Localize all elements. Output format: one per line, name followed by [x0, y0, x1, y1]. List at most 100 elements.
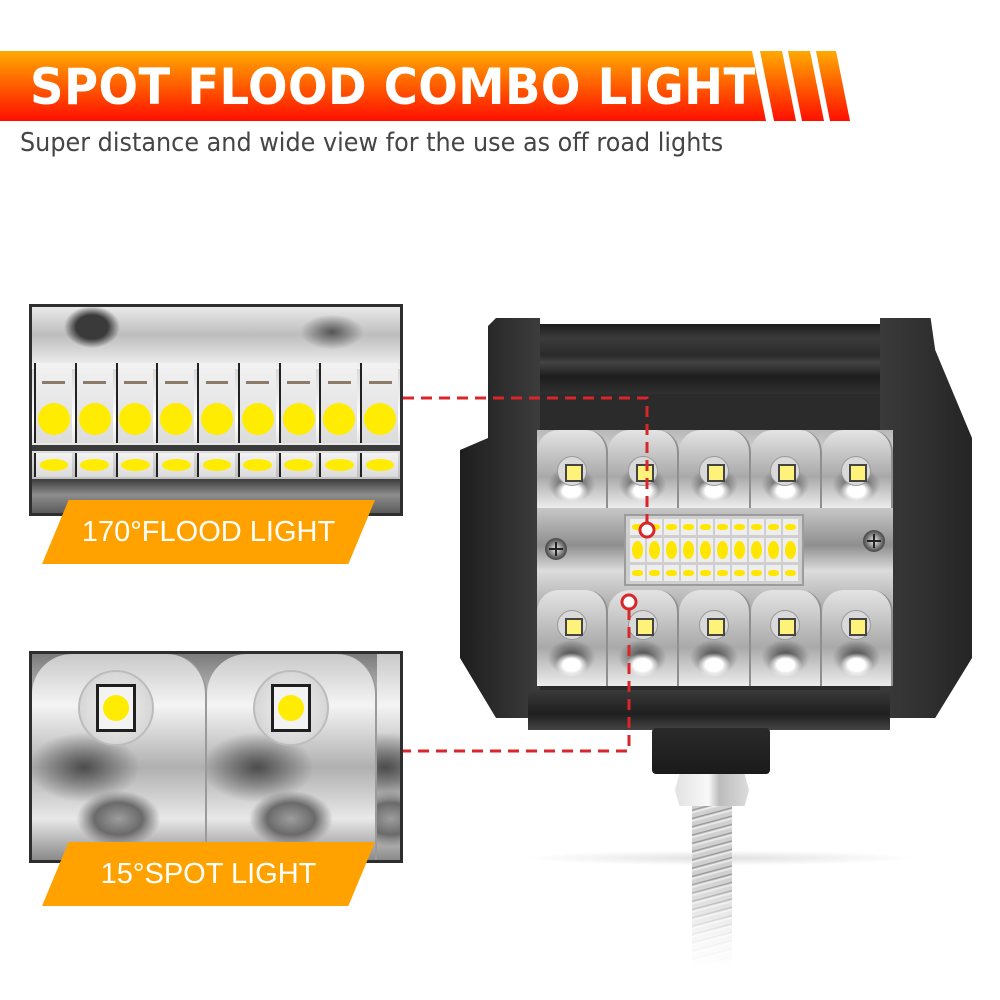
smd-led [278, 453, 317, 477]
reflector-cup [679, 430, 751, 508]
smd-led [278, 363, 317, 443]
smd-led [319, 453, 358, 477]
reflector-cup [608, 590, 680, 686]
hex-nut-icon [675, 774, 749, 806]
flood-led-row [630, 565, 798, 581]
flood-light-inset [29, 304, 403, 516]
smd-led [732, 519, 747, 535]
smd-led [319, 363, 358, 443]
smd-led [681, 519, 696, 535]
smd-led [664, 538, 679, 562]
banner-stripe [788, 51, 824, 121]
spot-led-icon [841, 610, 872, 640]
smd-led [630, 565, 645, 581]
mounting-bracket [652, 728, 770, 774]
reflector-cup [537, 590, 609, 686]
led-lens-ring [253, 670, 329, 746]
flood-light-label: 170°FLOOD LIGHT [81, 515, 336, 548]
flood-light-badge: 170°FLOOD LIGHT [42, 500, 375, 564]
spot-led-icon [96, 684, 136, 732]
housing-bottom-rail [528, 690, 890, 730]
reflector-cup [821, 590, 893, 686]
spot-light-inset [29, 651, 403, 863]
smd-led [783, 565, 798, 581]
smd-led [681, 538, 696, 562]
screw-icon [545, 538, 567, 560]
smd-led [732, 538, 747, 562]
smd-led [156, 363, 195, 443]
spot-led-icon [556, 610, 587, 640]
smd-led [783, 519, 798, 535]
smd-led [197, 453, 235, 477]
smd-led [647, 565, 662, 581]
page-title: SPOT FLOOD COMBO LIGHT [30, 58, 756, 116]
smd-led [664, 565, 679, 581]
spot-led-icon [699, 456, 729, 486]
heatsink-fins [528, 324, 888, 394]
spot-led-icon [627, 456, 658, 486]
banner-background [0, 51, 850, 121]
smd-led [360, 453, 399, 477]
smd-led [681, 565, 696, 581]
flood-led-row [32, 453, 400, 477]
smd-led [698, 565, 713, 581]
smd-led [766, 519, 781, 535]
smd-led [115, 363, 154, 443]
housing-end-cap-left [460, 318, 540, 718]
smd-led [783, 538, 798, 562]
reflector-cup [32, 654, 207, 860]
smd-led [630, 519, 645, 535]
led-lens-ring [78, 670, 154, 746]
reflector-cup [207, 654, 377, 860]
smd-led [74, 453, 113, 477]
spot-led-row-top [537, 430, 893, 508]
reflector-cup [821, 430, 893, 508]
smd-led [698, 519, 713, 535]
smd-led [34, 453, 72, 477]
spot-led-icon [841, 456, 872, 486]
smd-led [664, 519, 679, 535]
smd-led [698, 538, 713, 562]
banner-stripe [760, 51, 796, 121]
led-light-pod-product [460, 318, 980, 966]
smd-led [749, 519, 764, 535]
smd-led [766, 538, 781, 562]
led-divider [32, 445, 400, 451]
reflector-chrome [32, 307, 400, 369]
page-subtitle: Super distance and wide view for the use… [20, 128, 724, 158]
smd-led [156, 453, 195, 477]
spot-led-icon [627, 610, 658, 640]
spot-led-row-bottom [537, 590, 893, 686]
smd-led [115, 453, 154, 477]
smd-led [237, 453, 276, 477]
reflector-cup [537, 430, 609, 508]
reflector-cup [608, 430, 680, 508]
reflector-cup [377, 654, 400, 860]
spot-led-icon [556, 456, 587, 486]
screw-icon [863, 530, 885, 552]
spot-light-badge: 15°SPOT LIGHT [42, 842, 375, 906]
reflector-cup [679, 590, 751, 686]
flood-led-strip [624, 514, 804, 586]
flood-led-row [630, 538, 798, 562]
smd-led [647, 538, 662, 562]
spot-led-icon [271, 684, 311, 732]
smd-led [74, 363, 113, 443]
reflector-cup [750, 430, 822, 508]
lens-window [537, 430, 893, 686]
smd-led [647, 519, 662, 535]
smd-led [766, 565, 781, 581]
smd-led [749, 565, 764, 581]
smd-led [715, 538, 730, 562]
banner-stripe [816, 51, 850, 121]
smd-led [749, 538, 764, 562]
smd-led [34, 363, 72, 443]
smd-led [715, 519, 730, 535]
spot-led-icon [770, 456, 801, 486]
spot-led-icon [770, 610, 801, 640]
smd-led [732, 565, 747, 581]
spot-led-icon [699, 610, 729, 640]
smd-led [237, 363, 276, 443]
reflector-cup [750, 590, 822, 686]
smd-led [360, 363, 399, 443]
